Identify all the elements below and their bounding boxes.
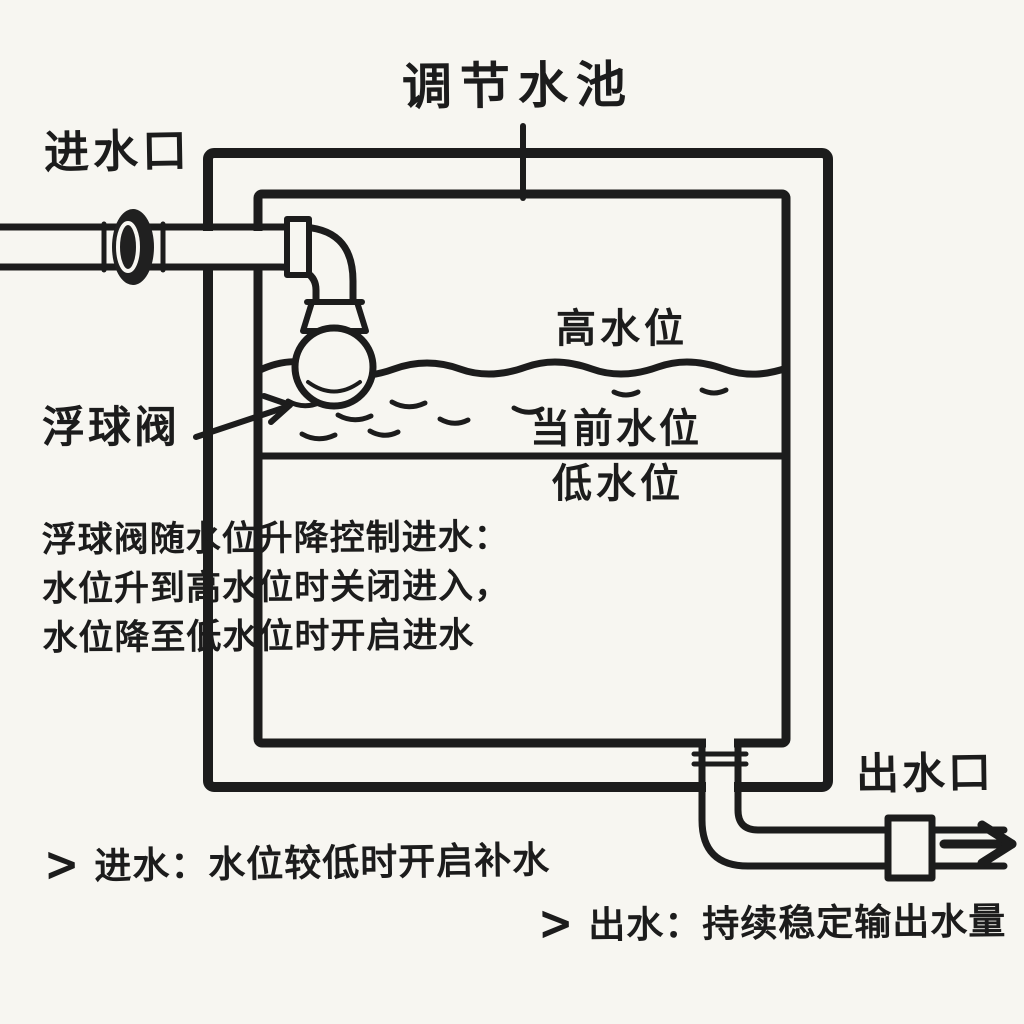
tank-outer-wall <box>203 148 833 792</box>
inlet-valve <box>112 209 154 285</box>
note-inflow-text: 进水：水位较低时开启补水 <box>93 838 551 888</box>
arrow-right-icon <box>939 820 1017 868</box>
note-inflow: > 进水：水位较低时开启补水 <box>43 829 551 892</box>
float-valve-arrow <box>193 393 293 440</box>
inlet-flange <box>284 216 312 278</box>
inlet-wall-gap <box>200 231 266 264</box>
outlet-pipe <box>691 740 1008 870</box>
note-outflow-text: 出水：持续稳定输出水量 <box>588 899 1007 947</box>
high-water-level-label: 高水位 <box>556 306 688 352</box>
outlet-fitting <box>884 814 936 882</box>
description-line-3: 水位降至低水位时开启进水 <box>42 615 475 659</box>
outlet-label: 出水口 <box>855 748 995 800</box>
angle-bracket-icon: > <box>537 893 575 951</box>
tank-inner-wall <box>253 189 791 748</box>
low-water-level-label: 低水位 <box>552 461 684 507</box>
float-valve-label: 浮球阀 <box>42 403 180 453</box>
description-line-1: 浮球阀随水位升降控制进水： <box>41 517 510 561</box>
inlet-label: 进水口 <box>43 123 192 180</box>
float-ball <box>291 324 377 410</box>
note-outflow: > 出水：持续稳定输出水量 <box>537 891 1007 951</box>
float-valve-description: 浮球阀随水位升降控制进水： 水位升到高水位时关闭进入， 水位降至低水位时开启进水 <box>41 508 511 659</box>
current-water-level-label: 当前水位 <box>530 406 702 452</box>
description-line-2: 水位升到高水位时关闭进入， <box>41 566 511 610</box>
angle-bracket-icon: > <box>43 834 81 892</box>
diagram-title: 调节水池 <box>401 55 635 117</box>
